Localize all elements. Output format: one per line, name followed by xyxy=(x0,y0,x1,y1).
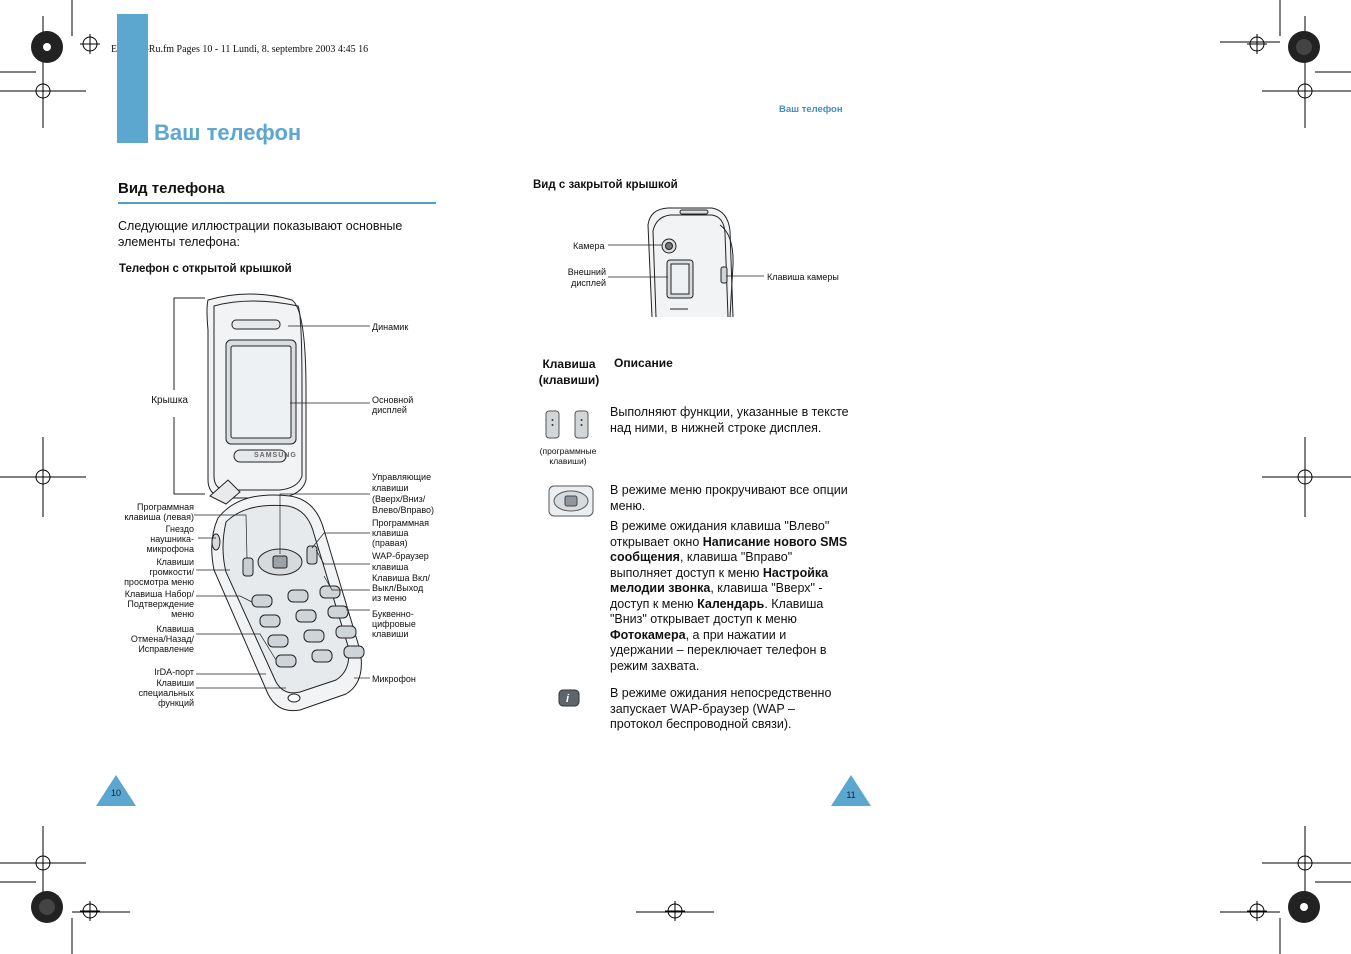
brand-logo: SAMSUNG xyxy=(254,452,297,459)
wap-key-icon: i xyxy=(558,689,580,707)
page-number: 10 xyxy=(96,788,136,798)
section-title: Вид телефона xyxy=(118,180,225,197)
label-speaker: Динамик xyxy=(372,321,408,333)
table-header-key: Клавиша(клавиши) xyxy=(530,356,608,388)
label-irda: IrDA-порт xyxy=(94,667,194,677)
page-number-right: 11 xyxy=(831,790,871,800)
nav-key-icon xyxy=(548,485,594,517)
label-camera-key: Клавиша камеры xyxy=(767,271,839,283)
label-mic: Микрофон xyxy=(372,673,416,685)
running-head: Ваш телефон xyxy=(779,104,843,115)
closed-phone-title: Вид с закрытой крышкой xyxy=(533,179,678,191)
open-phone-title: Телефон с открытой крышкой xyxy=(119,263,292,275)
chapter-tab xyxy=(117,14,148,143)
table-header-desc: Описание xyxy=(614,356,673,370)
soft-keys-icon xyxy=(544,410,592,440)
label-cover: Крышка xyxy=(100,395,188,407)
section-rule xyxy=(118,202,436,204)
chapter-title: Ваш телефон xyxy=(154,120,301,146)
nav-key-description: В режиме меню прокручивают все опции мен… xyxy=(610,483,850,674)
label-camera: Камера xyxy=(573,240,604,252)
intro-text: Следующие иллюстрации показывают основны… xyxy=(118,219,402,250)
closed-phone-illustration xyxy=(600,205,850,320)
